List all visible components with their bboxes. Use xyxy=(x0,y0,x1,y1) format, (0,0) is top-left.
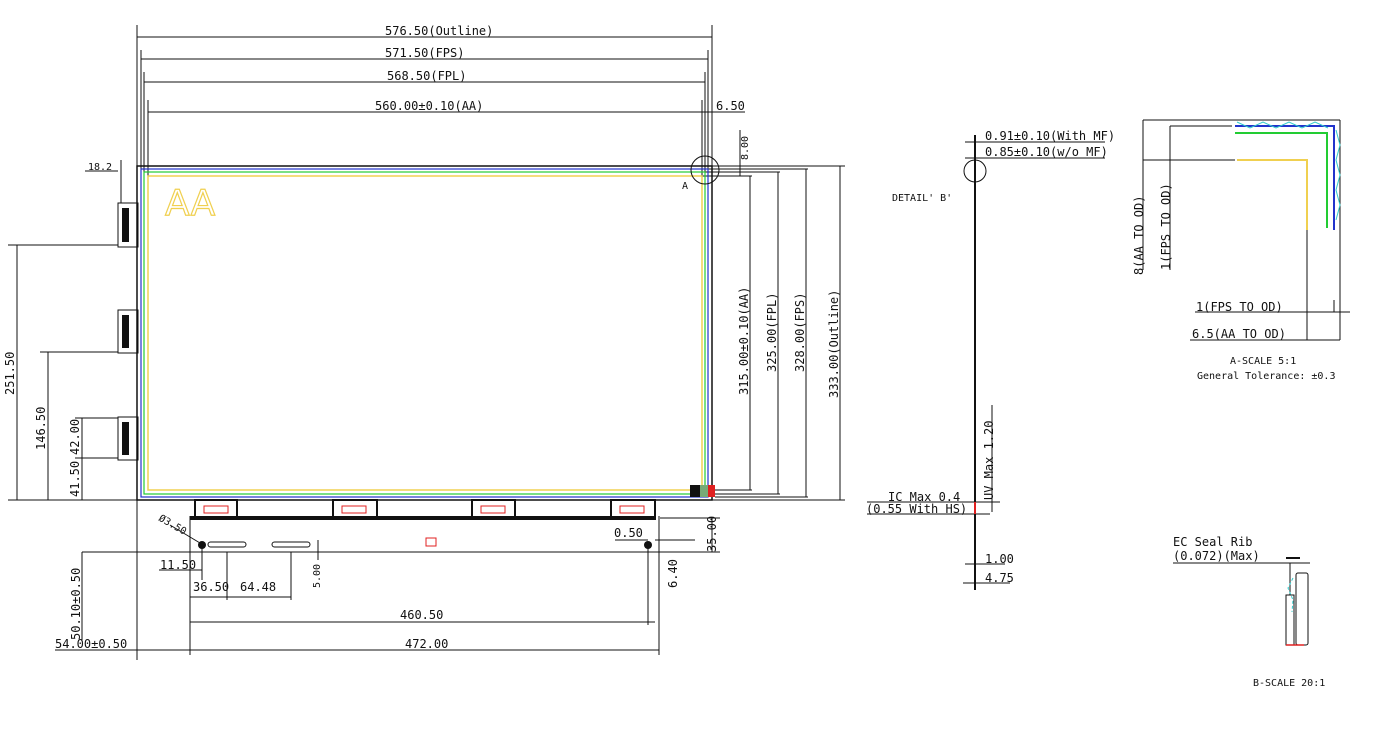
dim-right-hole: 6.40 xyxy=(666,559,680,588)
dim-aa-height: 315.00±0.10(AA) xyxy=(737,287,751,395)
dim-side-1: 1.00 xyxy=(985,552,1014,566)
dim-pcb-offset: 54.00±0.50 xyxy=(55,637,127,651)
dim-hole-diameter: Ø3.50 xyxy=(157,512,189,537)
dim-top-tab: 18.2 xyxy=(88,162,112,173)
aa-to-od-horizontal: 6.5(AA TO OD) xyxy=(1192,327,1286,341)
corner-pattern xyxy=(700,485,708,497)
dim-slot2: 64.48 xyxy=(240,580,276,594)
dim-aa-width: 560.00±0.10(AA) xyxy=(375,99,483,113)
detail-a: 8(AA TO OD) 1(FPS TO OD) 1(FPS TO OD) 6.… xyxy=(1132,119,1350,382)
dim-slot-y: 5.00 xyxy=(312,564,323,588)
dim-outline-width: 576.50(Outline) xyxy=(385,24,493,38)
dim-hole-x: 11.50 xyxy=(160,558,196,572)
thickness-with-mf: 0.91±0.10(With MF) xyxy=(985,129,1115,143)
corner-pad xyxy=(690,485,700,497)
general-tolerance: General Tolerance: ±0.3 xyxy=(1197,371,1335,382)
front-view: 576.50(Outline) 571.50(FPS) 568.50(FPL) … xyxy=(3,24,845,660)
detail-a-label: A xyxy=(682,181,688,192)
bottom-dimension-lines xyxy=(55,517,720,651)
dim-fps-height: 328.00(FPS) xyxy=(793,293,807,372)
uv-max: UV Max 1.20 xyxy=(982,421,996,500)
dim-side-2: 4.75 xyxy=(985,571,1014,585)
slot-2 xyxy=(271,541,311,548)
thickness-without-mf: 0.85±0.10(w/o MF) xyxy=(985,145,1108,159)
ic-max-with-hs: (0.55 With HS) xyxy=(866,502,967,516)
active-area-outline xyxy=(147,175,703,491)
slot-1 xyxy=(207,541,247,548)
detail-a-marker xyxy=(690,155,720,185)
fps-to-od-vertical: 1(FPS TO OD) xyxy=(1159,183,1173,270)
source-pcb xyxy=(189,499,660,655)
dim-fps-width: 571.50(FPS) xyxy=(385,46,464,60)
dim-pcb-height: 50.10±0.50 xyxy=(69,568,83,640)
cof-tabs xyxy=(194,499,656,519)
left-tabs xyxy=(117,202,139,461)
dim-outline-height: 333.00(Outline) xyxy=(827,290,841,398)
dim-right-offset: 6.50 xyxy=(716,99,745,113)
dim-tab1: 251.50 xyxy=(3,352,17,395)
side-view: DETAIL' B' 0.91±0.10(With MF) 0.85±0.10(… xyxy=(866,129,1115,590)
detail-b: EC Seal Rib (0.072)(Max) B-SCALE 20:1 xyxy=(1173,535,1325,689)
ic-max: IC Max 0.4 xyxy=(888,490,960,504)
ec-seal-rib: EC Seal Rib xyxy=(1173,535,1252,549)
aa-to-od-vertical: 8(AA TO OD) xyxy=(1132,196,1146,275)
dim-fpl-width: 568.50(FPL) xyxy=(387,69,466,83)
detail-b-label: DETAIL' B' xyxy=(892,193,952,204)
fps-outline xyxy=(140,168,709,498)
dim-fpl-height: 325.00(FPL) xyxy=(765,293,779,372)
active-area-label: AA xyxy=(165,183,216,224)
corner-red-pad xyxy=(708,485,715,497)
fps-to-od-horizontal: 1(FPS TO OD) xyxy=(1196,300,1283,314)
detail-b-marker xyxy=(963,159,987,183)
dim-hole-span: 460.50 xyxy=(400,608,443,622)
dim-right-height: 35.00 xyxy=(705,516,719,552)
detail-a-scale: A-SCALE 5:1 xyxy=(1230,356,1296,367)
horizontal-dimension-lines xyxy=(137,36,745,113)
dim-right-gap: 0.50 xyxy=(614,526,643,540)
dim-tab2: 146.50 xyxy=(34,407,48,450)
panel-outline xyxy=(136,165,713,501)
left-dimension-lines xyxy=(8,160,138,660)
fpl-outline xyxy=(143,171,706,495)
ec-seal-max: (0.072)(Max) xyxy=(1173,549,1260,563)
dim-tab3-height: 42.00 xyxy=(68,419,82,455)
dim-top-offset: 8.00 xyxy=(740,136,751,160)
dim-pcb-width: 472.00 xyxy=(405,637,448,651)
dim-slot1: 36.50 xyxy=(193,580,229,594)
extension-lines xyxy=(136,25,845,501)
detail-b-scale: B-SCALE 20:1 xyxy=(1253,678,1325,689)
right-dimension-lines xyxy=(715,130,841,500)
dim-tab3-offset: 41.50 xyxy=(68,461,82,497)
